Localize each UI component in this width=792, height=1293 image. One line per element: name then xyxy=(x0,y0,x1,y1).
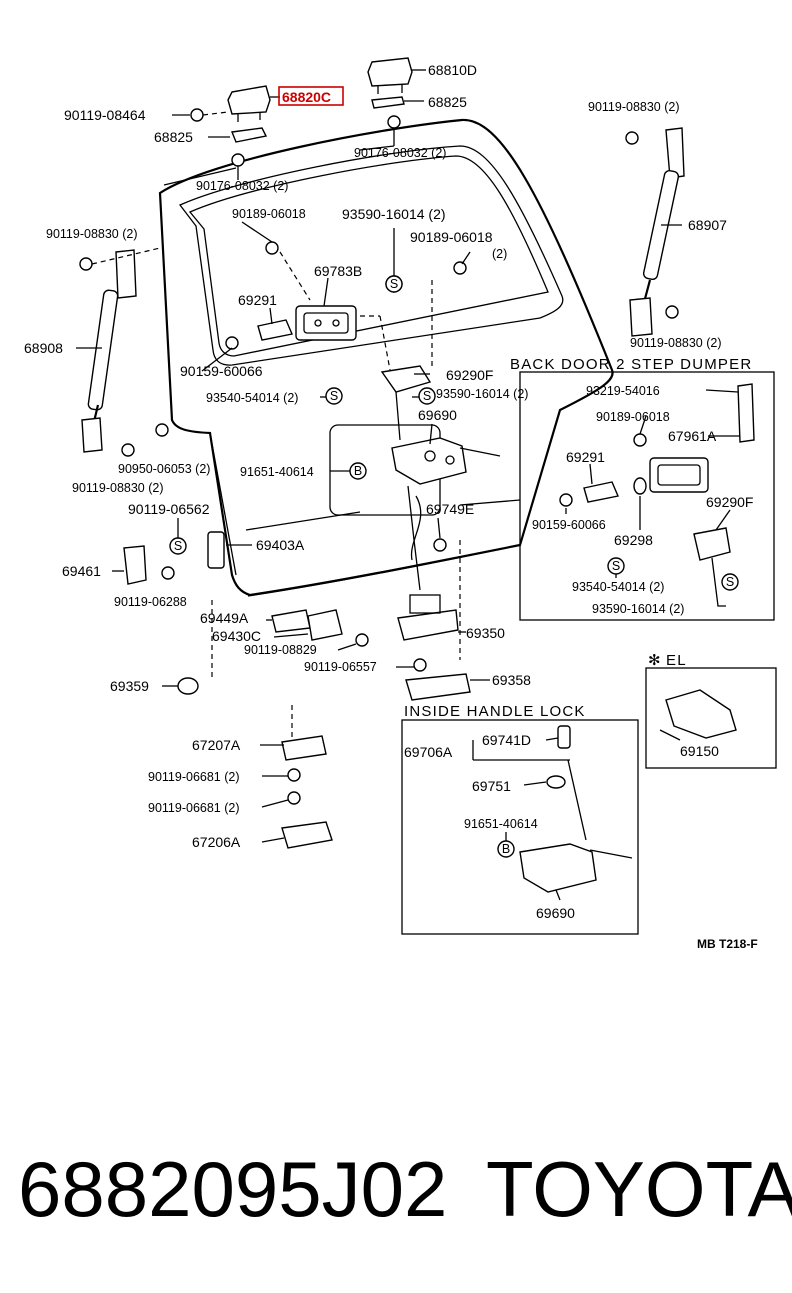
svg-text:S: S xyxy=(423,389,431,403)
label-93590-16014: 93590-16014 (2) xyxy=(436,387,528,401)
stopper-68820C xyxy=(227,85,280,122)
label-93540-54014: 93540-54014 (2) xyxy=(206,391,298,405)
b-mark: B xyxy=(349,462,367,480)
label-69290F: 69290F xyxy=(446,367,493,383)
b-mark: B xyxy=(497,840,515,858)
svg-text:B: B xyxy=(502,842,510,856)
label-91651-40614: 91651-40614 xyxy=(464,817,538,831)
label-90119-08830: 90119-08830 (2) xyxy=(46,227,138,241)
label-67207A: 67207A xyxy=(192,737,241,753)
label-90119-08830: 90119-08830 (2) xyxy=(588,100,680,114)
label-67206A: 67206A xyxy=(192,834,241,850)
label-90176-08032: 90176-08032 (2) xyxy=(354,146,446,160)
label-93540-54014: 93540-54014 (2) xyxy=(572,580,664,594)
title-inside-handle-lock: INSIDE HANDLE LOCK xyxy=(404,703,586,720)
title-el: EL xyxy=(666,652,687,669)
svg-text:S: S xyxy=(726,575,734,589)
s-mark: S xyxy=(607,557,625,575)
s-mark: S xyxy=(169,537,187,555)
s-mark: S xyxy=(721,573,739,591)
label-69741D: 69741D xyxy=(482,732,531,748)
label-90119-08829: 90119-08829 xyxy=(244,643,317,657)
label-90189-06018: 90189-06018 xyxy=(596,410,670,424)
label-90189-06018: 90189-06018 xyxy=(410,229,493,245)
label-90119-06288: 90119-06288 xyxy=(114,595,187,609)
label-69403A: 69403A xyxy=(256,537,305,553)
hinge-parts-left xyxy=(123,423,369,849)
strut-68908 xyxy=(76,247,161,457)
label-91651-40614: 91651-40614 xyxy=(240,465,314,479)
label-69783B: 69783B xyxy=(314,263,362,279)
leader-lines xyxy=(112,145,740,901)
label-90119-08830: 90119-08830 (2) xyxy=(630,336,722,350)
label-69461: 69461 xyxy=(62,563,101,579)
highlight-box xyxy=(278,86,344,106)
label-90119-06681: 90119-06681 (2) xyxy=(148,770,240,784)
label-90119-08830: 90119-08830 (2) xyxy=(72,481,164,495)
label-90119-06557: 90119-06557 xyxy=(304,660,377,674)
label-90189-06018-qty: (2) xyxy=(492,247,507,261)
svg-text:B: B xyxy=(354,464,362,478)
part-labels: 68810D 68820C 68825 90119-08464 68825 90… xyxy=(24,62,753,921)
label-90189-06018: 90189-06018 xyxy=(232,207,306,221)
label-90176-08032: 90176-08032 (2) xyxy=(196,179,288,193)
label-90119-06681: 90119-06681 (2) xyxy=(148,801,240,815)
dumper-69783B xyxy=(225,241,467,371)
gasket-68825 xyxy=(208,96,424,143)
svg-text:S: S xyxy=(174,539,182,553)
box-inside-handle-lock xyxy=(401,719,639,935)
svg-text:S: S xyxy=(390,277,398,291)
stopper-68810D xyxy=(367,57,426,94)
label-90159-60066: 90159-60066 xyxy=(532,518,606,532)
label-68908: 68908 xyxy=(24,340,63,356)
label-69291: 69291 xyxy=(238,292,277,308)
label-69358: 69358 xyxy=(492,672,531,688)
s-mark: S xyxy=(385,275,403,293)
label-68825: 68825 xyxy=(428,94,467,110)
label-90119-06562: 90119-06562 xyxy=(128,501,210,517)
label-90119-08464: 90119-08464 xyxy=(64,107,146,123)
title-el-mark: ✻ xyxy=(648,652,662,669)
label-69290F: 69290F xyxy=(706,494,753,510)
brand-caption: TOYOTA xyxy=(486,1145,792,1233)
label-69150: 69150 xyxy=(680,743,719,759)
label-69298: 69298 xyxy=(614,532,653,548)
label-67961A: 67961A xyxy=(668,428,717,444)
label-68825: 68825 xyxy=(154,129,193,145)
part-number-caption: 6882095J02 xyxy=(18,1145,447,1233)
label-69291: 69291 xyxy=(566,449,605,465)
screws-top xyxy=(172,108,401,180)
handle-69350 xyxy=(397,540,471,701)
svg-text:S: S xyxy=(612,559,620,573)
label-68907: 68907 xyxy=(688,217,727,233)
label-93590-16014: 93590-16014 (2) xyxy=(592,602,684,616)
label-69751: 69751 xyxy=(472,778,511,794)
label-69359: 69359 xyxy=(110,678,149,694)
label-90950-06053: 90950-06053 (2) xyxy=(118,462,210,476)
label-69706A: 69706A xyxy=(404,744,453,760)
box-el xyxy=(645,667,777,769)
title-2-step-dumper: BACK DOOR 2 STEP DUMPER xyxy=(510,356,752,373)
s-mark: S xyxy=(325,387,343,405)
label-68810D: 68810D xyxy=(428,62,477,78)
diagram-code: MB T218-F xyxy=(697,937,758,951)
s-mark: S xyxy=(418,387,436,405)
svg-text:S: S xyxy=(330,389,338,403)
label-93590-16014: 93590-16014 (2) xyxy=(342,206,446,222)
label-69350: 69350 xyxy=(466,625,505,641)
back-door-outline xyxy=(158,118,614,597)
label-68820C: 68820C xyxy=(282,89,331,105)
label-90159-60066: 90159-60066 xyxy=(180,363,263,379)
label-69749E: 69749E xyxy=(426,501,474,517)
label-69690: 69690 xyxy=(536,905,575,921)
label-69449A: 69449A xyxy=(200,610,249,626)
symbol-marks: S S S S S S B B xyxy=(169,275,739,858)
label-69690: 69690 xyxy=(418,407,457,423)
label-93219-54016: 93219-54016 xyxy=(586,384,660,398)
strut-68907 xyxy=(625,127,685,337)
label-69430C: 69430C xyxy=(212,628,261,644)
